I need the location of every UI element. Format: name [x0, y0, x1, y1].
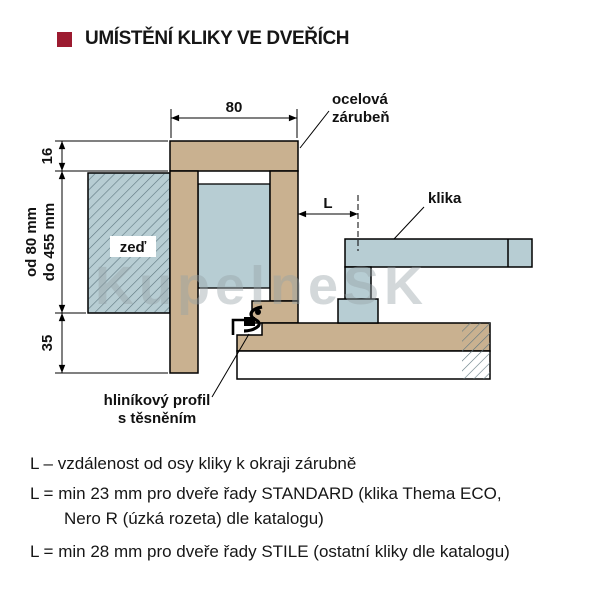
dimension-80: 80: [170, 99, 298, 138]
wall-label-bg: [110, 236, 156, 257]
label-seal: hliníkový profil s těsněním: [104, 333, 250, 427]
seal-dot: [255, 309, 261, 315]
note-line-3: Nero R (úzká rozeta) dle katalogu): [64, 509, 324, 528]
dimension-left-stack: 16 od 80 mm do 455 mm 35: [23, 140, 168, 374]
dimension-L: L: [298, 195, 359, 251]
door-top-board: [236, 322, 491, 352]
handle-lever: [344, 238, 533, 268]
wall-section: zeď: [87, 172, 171, 314]
label-steel-frame: ocelová zárubeň: [299, 91, 390, 149]
dimension-35-label: 35: [39, 335, 56, 352]
red-square-bullet: [57, 31, 72, 47]
dimension-wall-min-label: od 80 mm: [23, 207, 40, 277]
notes-block: L – vzdálenost od osy kliky k okraji zár…: [30, 451, 582, 564]
label-handle: klika: [393, 190, 462, 240]
page-title: UMÍSTĚNÍ KLIKY VE DVEŘÍCH: [85, 28, 350, 49]
seal-detail: [231, 305, 263, 335]
door-leaf: [236, 322, 491, 380]
dimension-80-label: 80: [226, 99, 243, 116]
door-handle: [337, 238, 533, 324]
note-line-2: L = min 23 mm pro dveře řady STANDARD (k…: [30, 484, 502, 503]
seal-block: [244, 317, 255, 326]
frame-infill: [197, 183, 271, 289]
note-line-1: L – vzdálenost od osy kliky k okraji zár…: [30, 454, 357, 473]
frame-left-leg: [169, 170, 199, 374]
steel-frame: [169, 140, 299, 374]
wall-label: zeď: [120, 239, 147, 256]
diagram-area: zeď K: [0, 76, 600, 453]
steel-frame-label-line1: ocelová: [332, 91, 389, 108]
watermark: KupelneSK: [95, 256, 428, 316]
handle-label: klika: [428, 190, 462, 207]
aluminium-profile: [231, 318, 251, 335]
note-line-4: L = min 28 mm pro dveře řady STILE (osta…: [30, 542, 510, 561]
handle-rosette: [337, 298, 379, 324]
frame-top-flange: [169, 140, 299, 172]
door-break-hatch: [462, 323, 490, 379]
seal-gasket: [243, 305, 263, 333]
seal-label-line1: hliníkový profil: [104, 392, 211, 409]
dimension-wall-max-label: do 455 mm: [41, 203, 58, 281]
dimension-16-label: 16: [39, 148, 56, 165]
technical-diagram: zeď K: [23, 91, 533, 427]
seal-label-line2: s těsněním: [118, 410, 196, 427]
steel-frame-label-line2: zárubeň: [332, 109, 390, 126]
dimension-L-label: L: [323, 195, 332, 212]
door-bottom-board: [236, 350, 491, 380]
section-header: UMÍSTĚNÍ KLIKY VE DVEŘÍCH: [57, 28, 350, 50]
